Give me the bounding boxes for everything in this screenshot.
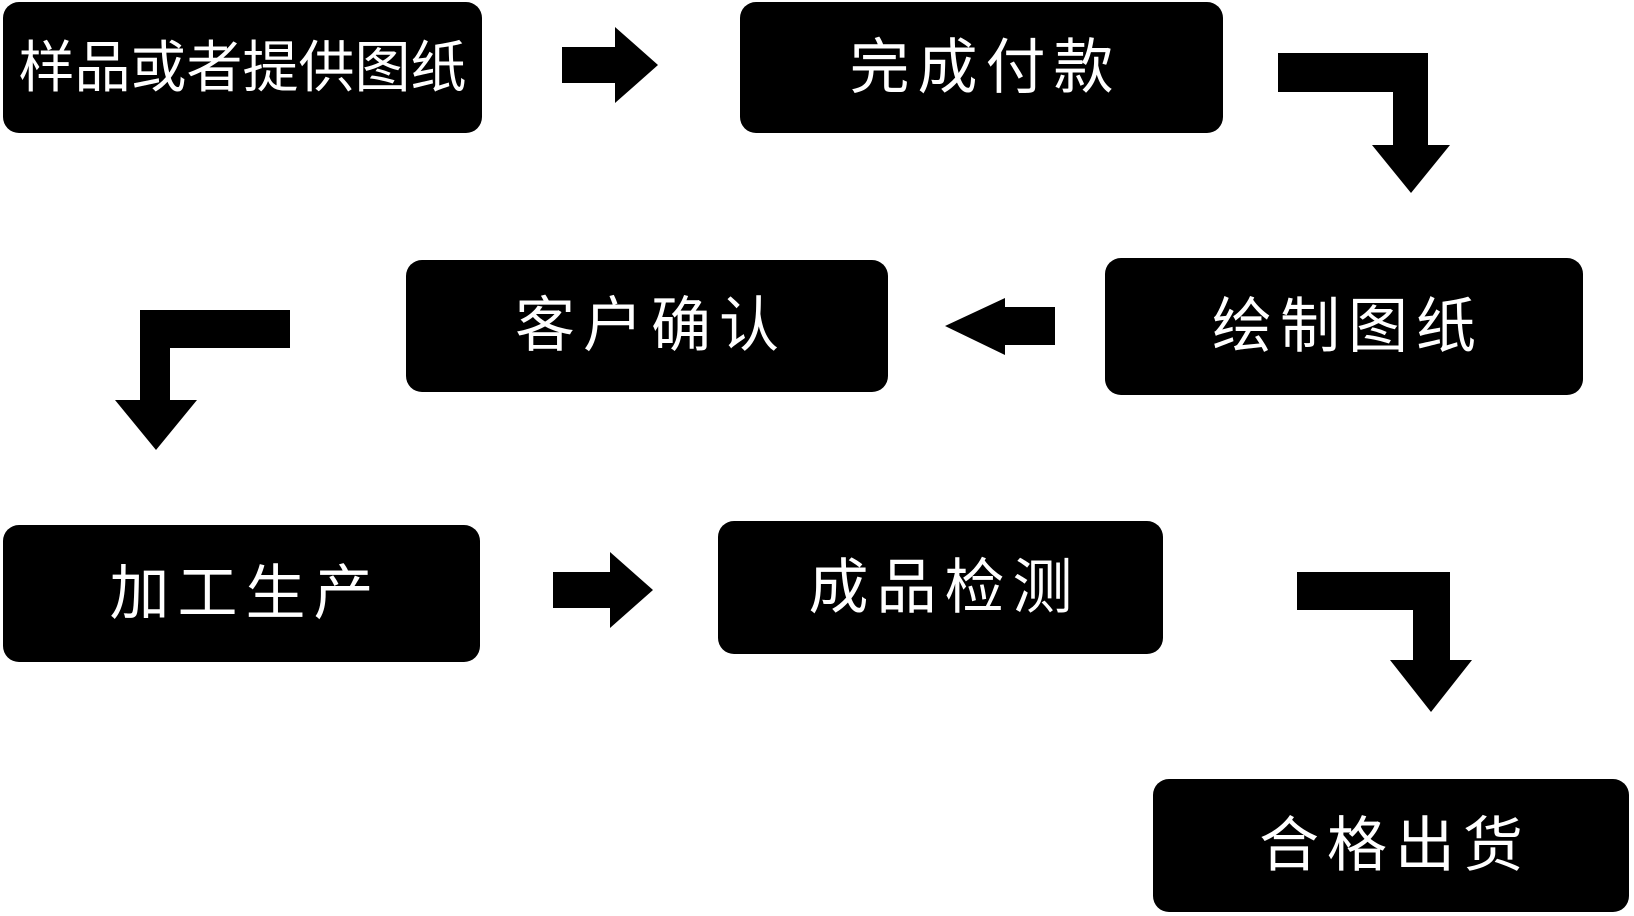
arrow-right-icon xyxy=(562,27,658,103)
flow-node-customer-confirm: 客户确认 xyxy=(406,260,888,392)
arrow-left-icon xyxy=(945,298,1055,355)
flow-node-draw-drawings: 绘制图纸 xyxy=(1105,258,1583,395)
arrow-elbow-shape xyxy=(115,310,290,450)
flow-node-inspection: 成品检测 xyxy=(718,521,1163,654)
arrow-elbow-left-down-icon xyxy=(115,310,290,450)
arrow-right-shape xyxy=(553,552,653,628)
arrow-right-shape xyxy=(562,27,658,103)
arrow-elbow-right-down-icon xyxy=(1278,53,1450,193)
arrow-elbow-shape xyxy=(1278,53,1450,193)
flow-node-production: 加工生产 xyxy=(3,525,480,662)
arrow-elbow-right-down-icon xyxy=(1297,572,1472,712)
flow-node-sample-or-drawing: 样品或者提供图纸 xyxy=(3,2,482,133)
arrow-elbow-shape xyxy=(1297,572,1472,712)
flow-node-payment: 完成付款 xyxy=(740,2,1223,133)
flow-node-shipment: 合格出货 xyxy=(1153,779,1629,912)
arrow-right-icon xyxy=(553,552,653,628)
arrow-left-shape xyxy=(945,298,1055,355)
